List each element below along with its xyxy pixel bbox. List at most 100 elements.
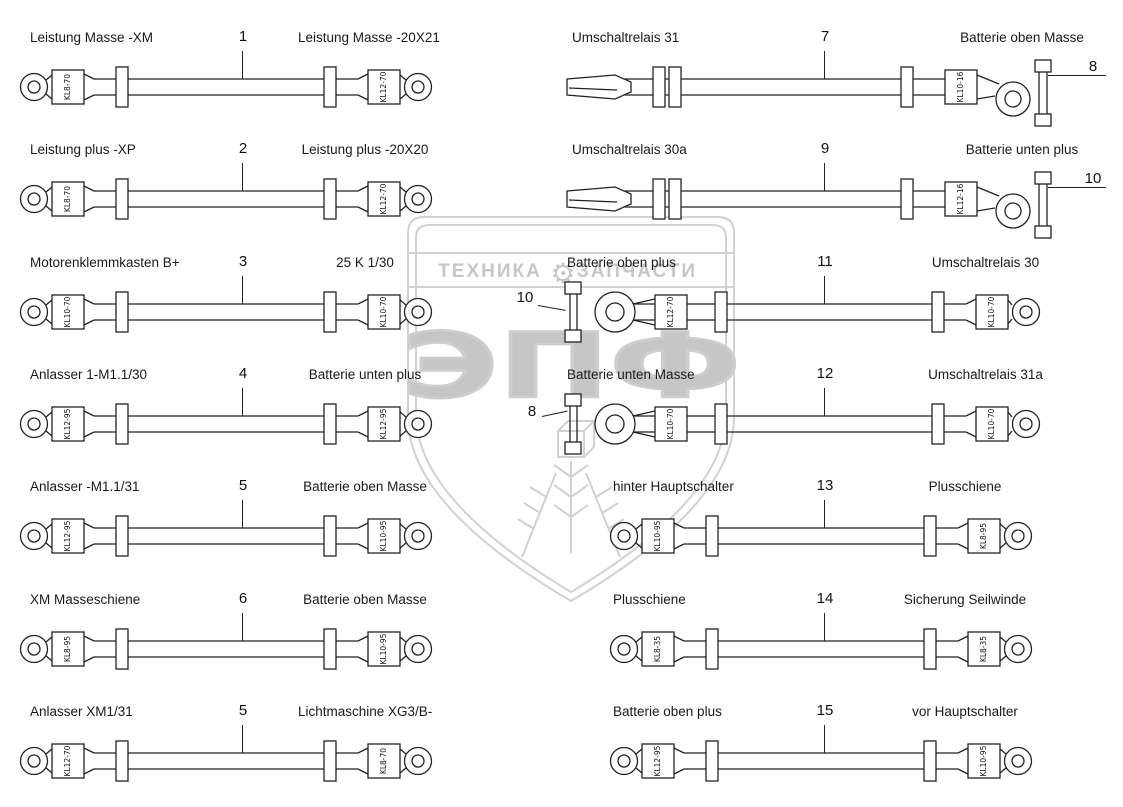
item-number: 13 <box>816 477 834 494</box>
item-number: 4 <box>238 365 248 382</box>
crimp-sleeve <box>367 69 401 105</box>
item-number: 14 <box>816 590 834 607</box>
cable-label-from: Batterie oben plus <box>613 704 722 719</box>
crimp-sleeve <box>367 406 401 442</box>
crimp-sleeve <box>51 743 85 779</box>
cable-label-from: Batterie oben plus <box>567 255 676 270</box>
heat-shrink-band <box>923 740 937 782</box>
callout-line <box>824 500 825 528</box>
watermark-text-tehnika: ТЕХНИКА <box>438 261 542 282</box>
heat-shrink-band <box>323 403 337 445</box>
clamp-bolt-nut <box>564 441 582 455</box>
cable-drawing: KL8-95 KL10-95 <box>19 628 433 670</box>
cable-size-tag: KL10-95 <box>379 633 388 664</box>
heat-shrink-band <box>115 740 129 782</box>
crimp-sleeve <box>975 406 1009 442</box>
heat-shrink-band <box>714 291 728 333</box>
heat-shrink-band <box>652 178 666 220</box>
cable-label-from: Anlasser XM1/31 <box>30 704 133 719</box>
heat-shrink-band <box>923 515 937 557</box>
clamp-callout-number: 10 <box>516 289 534 306</box>
heat-shrink-band <box>115 628 129 670</box>
cable-label-from: Anlasser -M1.1/31 <box>30 479 140 494</box>
cable-label-from: hinter Hauptschalter <box>613 479 734 494</box>
cable-size-tag: KL8-95 <box>63 636 72 662</box>
callout-line <box>242 613 243 641</box>
cable-size-tag: KL8-70 <box>63 74 72 100</box>
cable-size-tag: KL12-95 <box>379 408 388 439</box>
clamp-bolt-nut <box>564 281 582 295</box>
cable-size-tag: KL12-95 <box>63 520 72 551</box>
heat-shrink-band <box>705 515 719 557</box>
item-number: 15 <box>816 702 834 719</box>
heat-shrink-band <box>323 628 337 670</box>
crimp-sleeve <box>654 406 688 442</box>
crimp-sleeve <box>51 518 85 554</box>
callout-line <box>242 276 243 304</box>
watermark-text-zapchasti: ЗАПЧАСТИ <box>577 261 697 282</box>
cable-label-to: Umschaltrelais 31a <box>928 367 1043 382</box>
crimp-sleeve <box>367 631 401 667</box>
crimp-sleeve <box>967 743 1001 779</box>
heat-shrink-band <box>652 66 666 108</box>
cable-size-tag: KL10-70 <box>666 408 675 439</box>
item-number: 12 <box>816 365 834 382</box>
watermark-shield-outer <box>407 216 735 603</box>
cable-label-from: Leistung plus -XP <box>30 142 136 157</box>
clamp-bolt-nut <box>564 329 582 343</box>
heat-shrink-band <box>900 66 914 108</box>
clamp-callout-number: 10 <box>1084 170 1102 187</box>
crimp-sleeve <box>967 518 1001 554</box>
cable-label-from: Batterie unten Masse <box>567 367 695 382</box>
crimp-sleeve <box>654 294 688 330</box>
watermark: ТЕХНИКА ⚙ ЗАПЧАСТИ ЭПФ <box>400 216 742 603</box>
cable-label-to: Batterie oben Masse <box>303 592 427 607</box>
item-number: 6 <box>238 590 248 607</box>
item-number: 7 <box>820 28 830 45</box>
cable-size-tag: KL10-95 <box>653 520 662 551</box>
heat-shrink-band <box>115 178 129 220</box>
blade-terminal <box>566 186 632 212</box>
cable-size-tag: KL10-70 <box>987 296 996 327</box>
clamp-bolt-nut <box>564 393 582 407</box>
wheat-emblem <box>517 420 625 558</box>
cable-label-to: Leistung plus -20X20 <box>301 142 429 157</box>
heat-shrink-band <box>115 515 129 557</box>
crimp-sleeve <box>51 294 85 330</box>
callout-line <box>824 613 825 641</box>
cable-label-to: vor Hauptschalter <box>912 704 1018 719</box>
callout-line <box>242 51 243 79</box>
heat-shrink-band <box>668 178 682 220</box>
clamp-callout-line <box>1048 75 1106 76</box>
clamp-bolt-nut <box>1034 113 1052 127</box>
cable-size-tag: KL12-70 <box>379 183 388 214</box>
crimp-sleeve <box>367 181 401 217</box>
cable-size-tag: KL12-16 <box>956 183 965 214</box>
crimp-sleeve <box>944 181 978 217</box>
callout-line <box>242 500 243 528</box>
crimp-sleeve <box>51 631 85 667</box>
crimp-sleeve <box>367 294 401 330</box>
heat-shrink-band <box>323 515 337 557</box>
cable-size-tag: KL8-95 <box>979 523 988 549</box>
crimp-sleeve <box>967 631 1001 667</box>
heat-shrink-band <box>323 291 337 333</box>
crimp-sleeve <box>641 743 675 779</box>
crimp-sleeve <box>51 69 85 105</box>
heat-shrink-band <box>714 403 728 445</box>
item-number: 2 <box>238 140 248 157</box>
crimp-sleeve <box>367 743 401 779</box>
heat-shrink-band <box>323 178 337 220</box>
cable-label-from: Umschaltrelais 30a <box>572 142 687 157</box>
heat-shrink-band <box>115 403 129 445</box>
callout-line <box>242 725 243 753</box>
cable-size-tag: KL8-70 <box>379 748 388 774</box>
cable-label-from: Plusschiene <box>613 592 686 607</box>
